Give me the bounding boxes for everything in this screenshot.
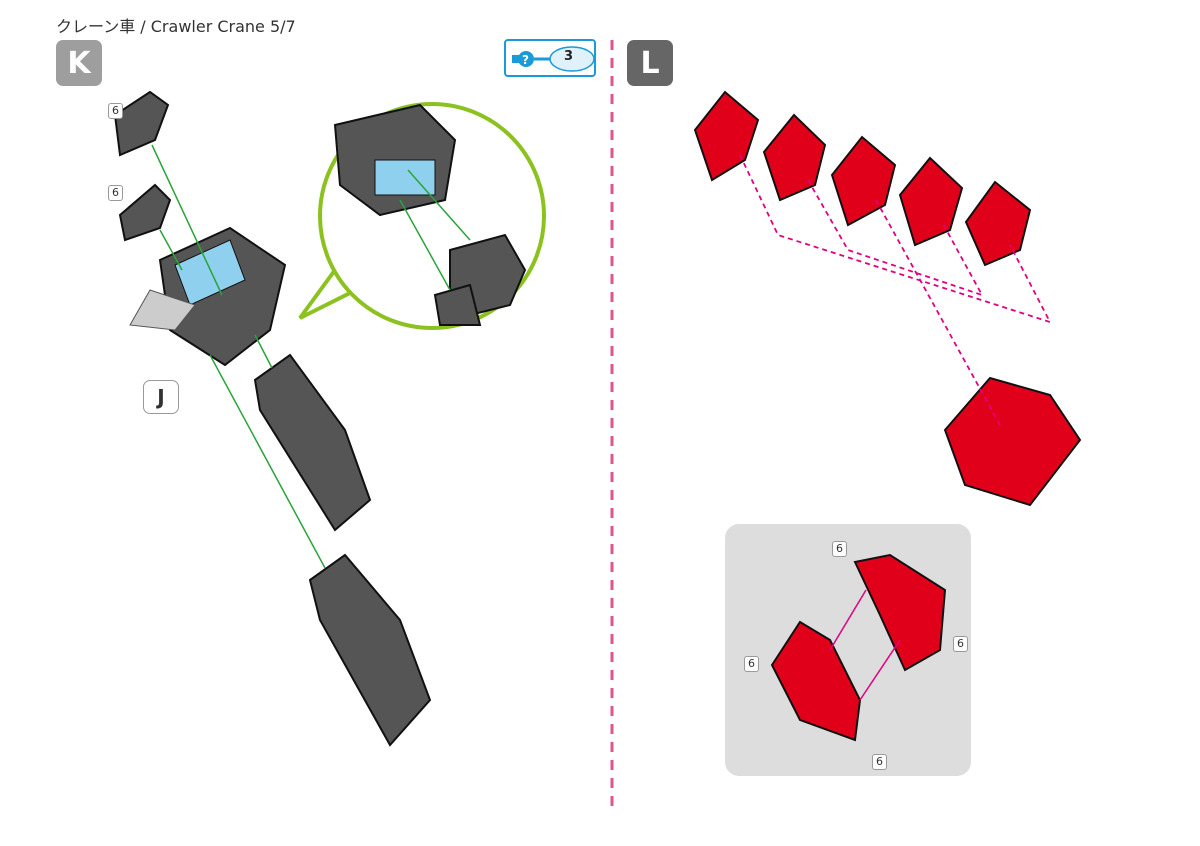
piece-tag: 6 <box>744 656 759 672</box>
piece-tag: 6 <box>872 754 887 770</box>
callout-j: J <box>143 380 179 414</box>
question-piece-icon: ? <box>512 46 595 72</box>
svg-text:?: ? <box>522 53 529 67</box>
red-pieces <box>693 90 1082 742</box>
magenta-dashed-arrows <box>739 154 1052 426</box>
piece-tag: 6 <box>108 103 123 119</box>
step-l-badge: L <box>627 40 673 86</box>
piece-tag: 6 <box>832 541 847 557</box>
green-arrows <box>151 144 471 569</box>
gray-blocks <box>113 90 527 747</box>
step-k-badge: K <box>56 40 102 86</box>
magenta-arrows <box>829 589 901 701</box>
hint-box: ? 3 <box>504 39 596 77</box>
piece-tag: 6 <box>108 185 123 201</box>
hint-number: 3 <box>564 49 574 64</box>
piece-tag: 6 <box>953 636 968 652</box>
page-title: クレーン車 / Crawler Crane 5/7 <box>56 17 296 36</box>
